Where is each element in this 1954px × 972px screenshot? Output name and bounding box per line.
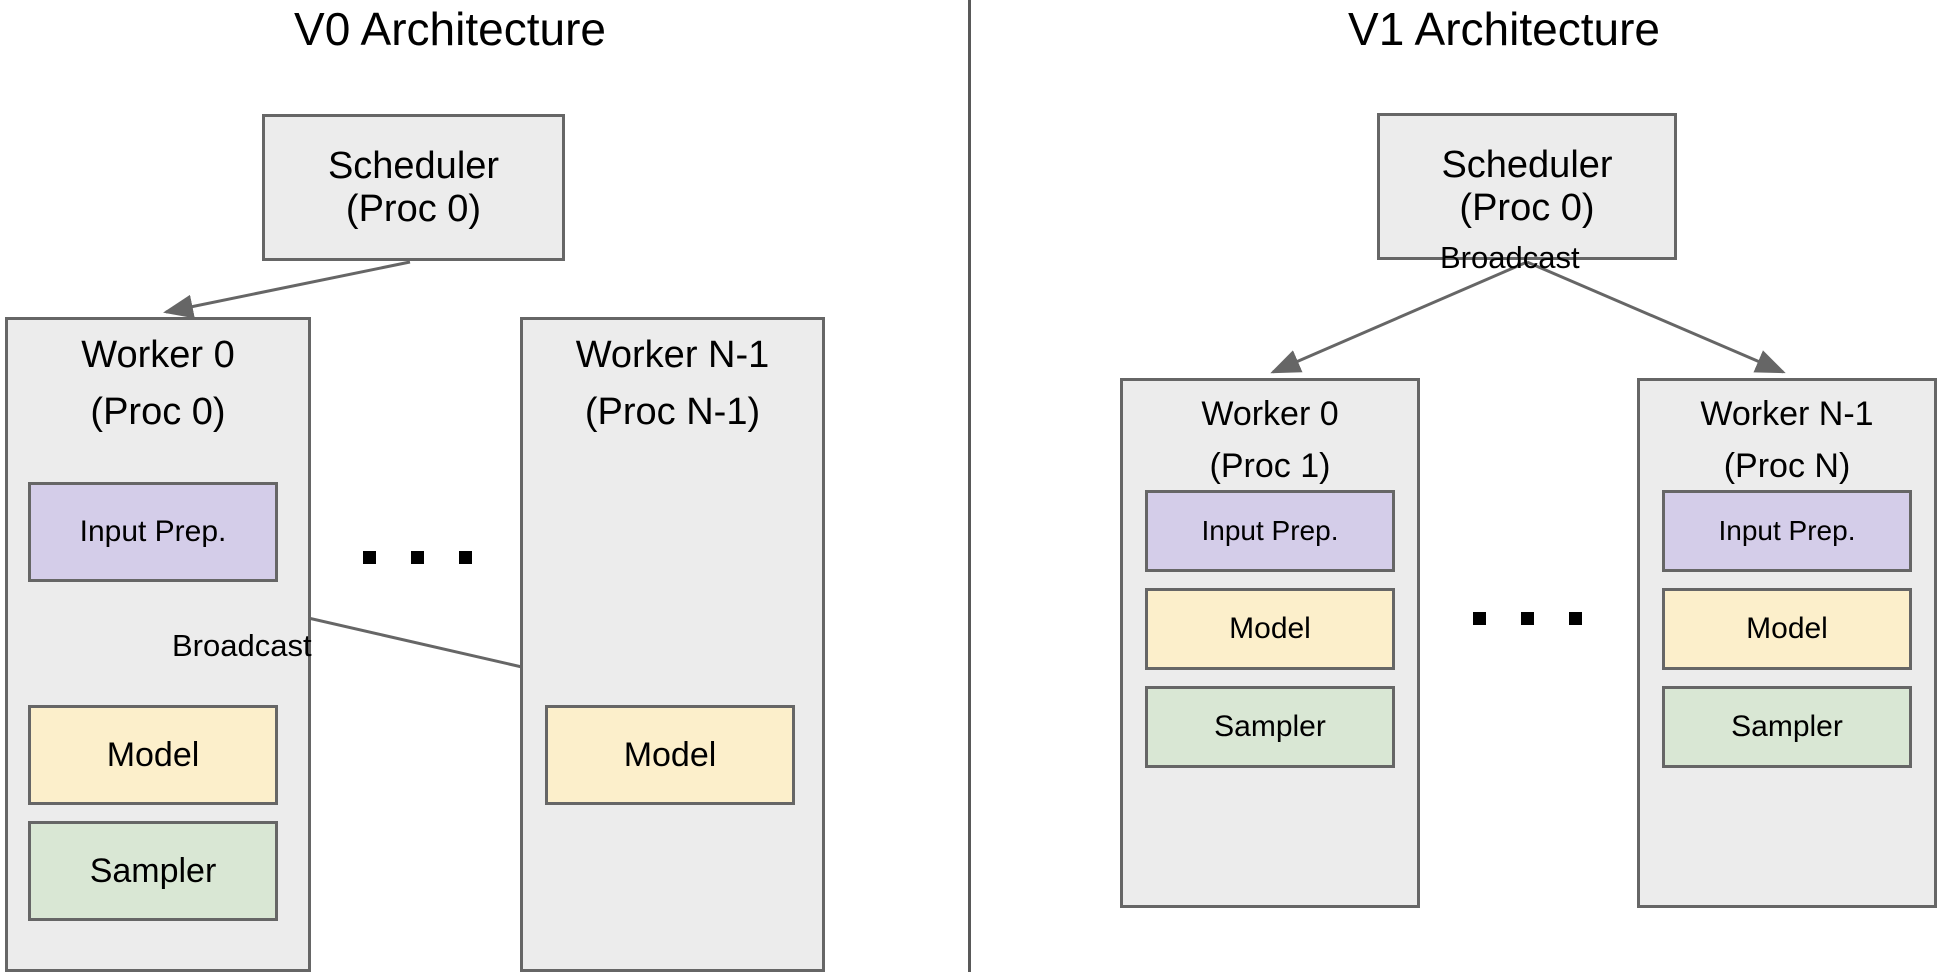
v0-broadcast-label: Broadcast: [172, 628, 312, 663]
v0-worker-n-1-node[interactable]: Worker N-1 (Proc N-1): [520, 317, 825, 972]
v1-worker-0-input-prep[interactable]: Input Prep.: [1145, 490, 1395, 572]
v0-worker-0-line1: Worker 0: [81, 334, 235, 376]
panel-title-v0: V0 Architecture: [294, 3, 606, 55]
v0-ellipsis-dot: [363, 551, 376, 564]
v0-worker-0-sampler[interactable]: Sampler: [28, 821, 278, 921]
v0-scheduler-line2: (Proc 0): [345, 187, 482, 230]
v0-worker-0-model[interactable]: Model: [28, 705, 278, 805]
panel-divider: [968, 0, 971, 972]
v0-worker-0-line2: (Proc 0): [90, 390, 226, 433]
v1-worker-0-model[interactable]: Model: [1145, 588, 1395, 670]
v1-worker-0-line2: (Proc 1): [1209, 447, 1331, 486]
v1-scheduler-line2: (Proc 0): [1459, 186, 1595, 229]
v0-ellipsis-dot: [459, 551, 472, 564]
v0-scheduler-line1: Scheduler: [327, 144, 500, 187]
v0-worker-0-input-prep[interactable]: Input Prep.: [28, 482, 278, 582]
v0-ellipsis-dot: [411, 551, 424, 564]
v1-worker-n-1-sampler[interactable]: Sampler: [1662, 686, 1912, 768]
v0-worker-n-1-line1: Worker N-1: [575, 334, 770, 376]
panel-title-v1: V1 Architecture: [1348, 3, 1660, 55]
v0-worker-0-input-prep-label: Input Prep.: [79, 515, 227, 549]
v1-ellipsis-dot: [1569, 612, 1582, 625]
v0-worker-n-1-line2: (Proc N-1): [584, 390, 761, 433]
v1-scheduler-node[interactable]: Scheduler (Proc 0): [1377, 113, 1677, 260]
v1-worker-n-1-model-label: Model: [1746, 612, 1828, 646]
edge-v1-scheduler-to-workerN: [1526, 260, 1786, 374]
v0-scheduler-node[interactable]: Scheduler (Proc 0): [262, 114, 565, 261]
v0-worker-0-model-label: Model: [106, 735, 200, 774]
v1-worker-0-input-prep-label: Input Prep.: [1201, 515, 1339, 547]
v1-worker-0-model-label: Model: [1229, 612, 1311, 646]
v1-worker-n-1-input-prep-label: Input Prep.: [1718, 515, 1856, 547]
v1-scheduler-line1: Scheduler: [1441, 143, 1613, 186]
v1-worker-n-1-line2: (Proc N): [1723, 447, 1851, 486]
v0-worker-n-1-model-label: Model: [623, 735, 717, 774]
v1-worker-n-1-model[interactable]: Model: [1662, 588, 1912, 670]
v1-broadcast-label: Broadcast: [1440, 240, 1580, 275]
v0-worker-0-sampler-label: Sampler: [89, 851, 217, 890]
v1-worker-0-sampler-label: Sampler: [1214, 710, 1326, 744]
v1-worker-0-line1: Worker 0: [1201, 395, 1339, 433]
v0-ellipsis: [363, 551, 472, 564]
v1-ellipsis-dot: [1473, 612, 1486, 625]
v1-ellipsis: [1473, 612, 1582, 625]
v1-worker-n-1-line1: Worker N-1: [1700, 395, 1874, 433]
edge-v1-scheduler-to-worker0: [1270, 260, 1528, 374]
v0-worker-n-1-model[interactable]: Model: [545, 705, 795, 805]
v1-worker-n-1-sampler-label: Sampler: [1731, 710, 1843, 744]
v1-ellipsis-dot: [1521, 612, 1534, 625]
edge-v0-scheduler-to-worker0: [163, 260, 411, 319]
v1-worker-0-sampler[interactable]: Sampler: [1145, 686, 1395, 768]
v1-worker-n-1-input-prep[interactable]: Input Prep.: [1662, 490, 1912, 572]
